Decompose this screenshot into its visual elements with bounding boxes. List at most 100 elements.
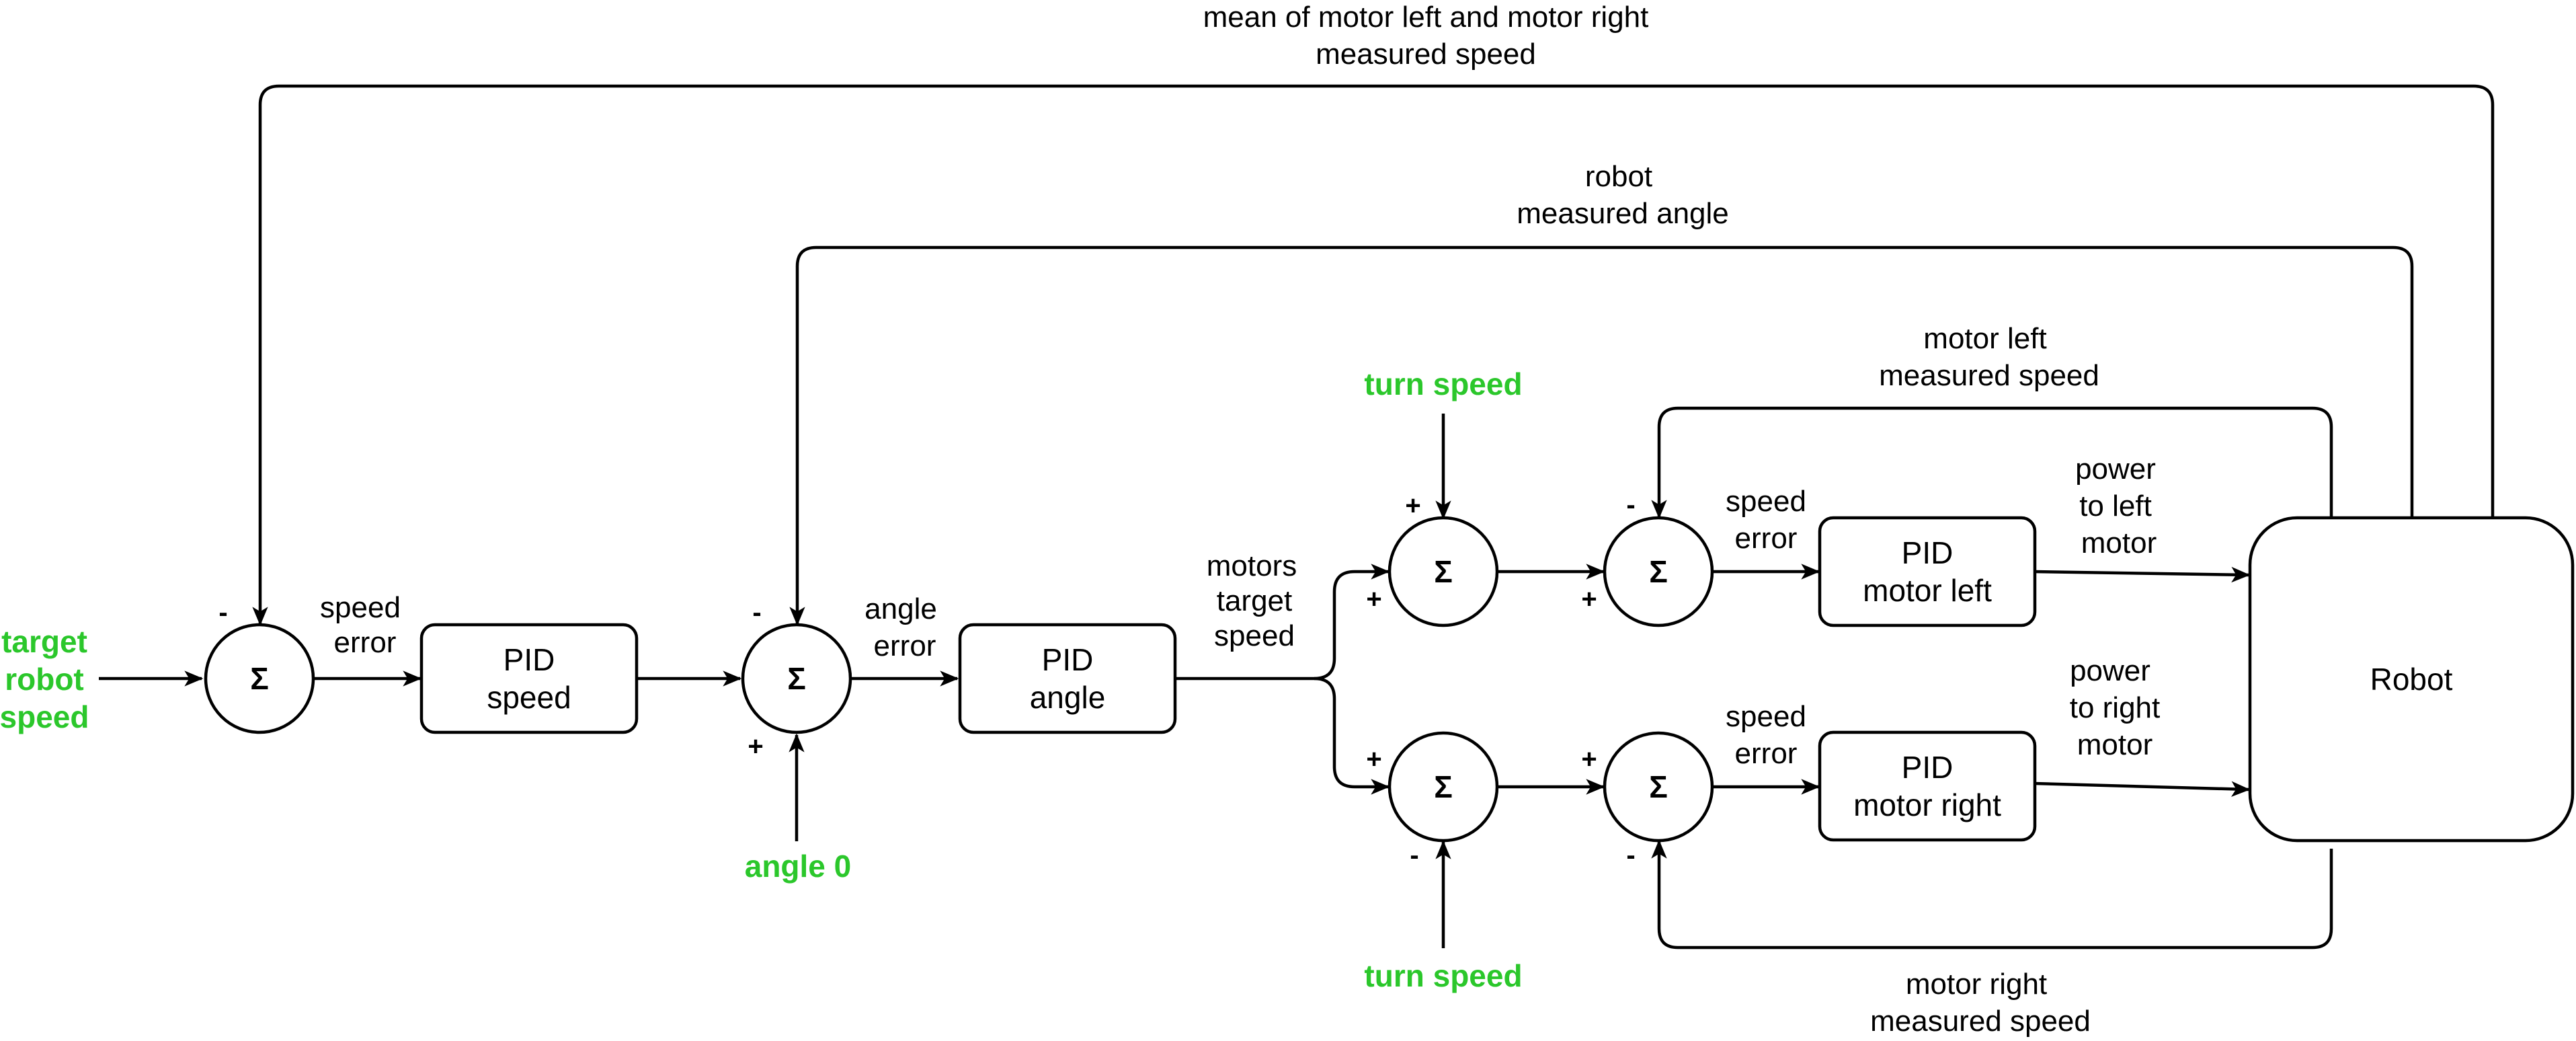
sign-plus: + (1366, 744, 1381, 774)
wire-feedback-mean-speed (252, 84, 2495, 626)
summing-junction-2: Σ (741, 623, 852, 734)
block-label: PID (1902, 535, 1954, 570)
block-label: PID (504, 642, 555, 677)
input-label: target (1, 624, 87, 659)
pid-angle-block: PID angle (958, 623, 1177, 734)
block-rect (958, 623, 1177, 734)
summing-junction-6: Σ (1603, 731, 1714, 843)
summing-junction-1: Σ (204, 623, 315, 734)
feedback-label: mean of motor left and motor right (1203, 1, 1649, 34)
sign-minus: - (1626, 841, 1635, 870)
sign-plus: + (1581, 584, 1597, 614)
signal-label: speed (1726, 485, 1806, 518)
sigma-symbol: Σ (1649, 554, 1668, 589)
sign-plus: + (748, 732, 763, 761)
block-label: PID (1042, 642, 1094, 677)
sign-minus: - (218, 598, 227, 627)
block-rect (2248, 516, 2575, 843)
block-rect (1818, 516, 2037, 627)
input-turn-speed-bottom: turn speed (1364, 958, 1522, 993)
summing-circle (1603, 731, 1714, 843)
wire-pid-right-to-robot (2034, 781, 2251, 797)
wire-pid-angle-split-top (1176, 564, 1390, 681)
wire-feedback-motor-left (1651, 406, 2333, 519)
signal-label: error (334, 626, 397, 659)
signal-label: to left (2079, 490, 2152, 523)
sigma-symbol: Σ (1434, 769, 1453, 804)
label-feedback-mean-speed: mean of motor left and motor right measu… (1203, 1, 1649, 71)
signal-label: motors (1207, 549, 1297, 582)
label-speed-error-1: speed error (320, 591, 401, 659)
signal-label: speed (1214, 619, 1295, 652)
input-target-robot-speed: target robot speed (0, 624, 89, 734)
feedback-label: measured speed (1870, 1005, 2091, 1038)
feedback-label: measured speed (1879, 359, 2099, 392)
sign-minus: - (1626, 490, 1635, 520)
block-label: motor left (1863, 573, 1992, 608)
block-label: angle (1030, 680, 1106, 715)
signal-label: angle (864, 592, 937, 625)
block-rect (1818, 730, 2037, 842)
label-feedback-motor-left: motor left measured speed (1879, 322, 2099, 392)
label-speed-error-right: speed error (1726, 700, 1806, 770)
robot-block: Robot (2248, 516, 2575, 843)
signal-label: error (1735, 737, 1798, 770)
sign-plus: + (1366, 584, 1381, 614)
signal-label: motor (2077, 728, 2152, 761)
sigma-symbol: Σ (1649, 769, 1668, 804)
sign-markers: - - + + + - + + - + - (218, 490, 1635, 870)
block-label: speed (487, 680, 571, 715)
summing-circle (1603, 516, 1714, 627)
wire-pid-left-to-robot (2034, 566, 2251, 583)
label-power-left: power to left motor (2075, 453, 2157, 560)
feedback-label: measured angle (1517, 197, 1729, 230)
feedback-label: motor right (1906, 968, 2047, 1001)
label-motors-target-speed: motors target speed (1207, 549, 1297, 652)
signal-label: error (1735, 522, 1798, 555)
label-speed-error-left: speed error (1726, 485, 1806, 555)
summing-junction-3: Σ (1387, 516, 1499, 627)
sign-minus: - (1410, 841, 1418, 870)
label-angle-error: angle error (864, 592, 937, 662)
sigma-symbol: Σ (787, 661, 806, 696)
signal-label: to right (2070, 691, 2161, 724)
pid-speed-block: PID speed (419, 623, 639, 734)
signal-label: error (874, 629, 936, 662)
block-rect (419, 623, 639, 734)
summing-circle (741, 623, 852, 734)
summing-junction-5: Σ (1387, 731, 1499, 843)
signal-label: target (1217, 584, 1293, 617)
signal-wires (99, 84, 2495, 950)
wire-feedback-robot-angle (789, 245, 2414, 626)
block-label: motor right (1853, 787, 2001, 822)
wire-pid-angle-split-bottom (1314, 677, 1390, 795)
input-angle-0: angle 0 (745, 849, 852, 884)
wire-feedback-motor-right (1651, 839, 2333, 950)
signal-label: power (2075, 453, 2156, 486)
sigma-symbol: Σ (1434, 554, 1453, 589)
feedback-label: robot (1585, 160, 1652, 193)
sign-plus: + (1581, 744, 1597, 774)
summing-junction-4: Σ (1603, 516, 1714, 627)
block-label: Robot (2370, 662, 2453, 697)
signal-label: motor (2081, 527, 2157, 560)
pid-motor-right-block: PID motor right (1818, 730, 2037, 842)
feedback-label: measured speed (1316, 38, 1536, 71)
label-feedback-motor-right: motor right measured speed (1870, 968, 2091, 1038)
input-turn-speed-top: turn speed (1364, 367, 1522, 401)
pid-motor-left-block: PID motor left (1818, 516, 2037, 627)
input-label: speed (0, 699, 89, 734)
summing-circle (1387, 731, 1499, 843)
block-label: PID (1902, 750, 1954, 785)
sign-minus: - (752, 598, 761, 627)
feedback-label: motor left (1923, 322, 2046, 355)
sigma-symbol: Σ (250, 661, 269, 696)
summing-circle (204, 623, 315, 734)
signal-label: speed (1726, 700, 1806, 733)
label-power-right: power to right motor (2070, 654, 2161, 761)
sign-plus: + (1405, 491, 1420, 520)
input-label: robot (5, 662, 84, 697)
signal-label: power (2070, 654, 2150, 687)
summing-circle (1387, 516, 1499, 627)
